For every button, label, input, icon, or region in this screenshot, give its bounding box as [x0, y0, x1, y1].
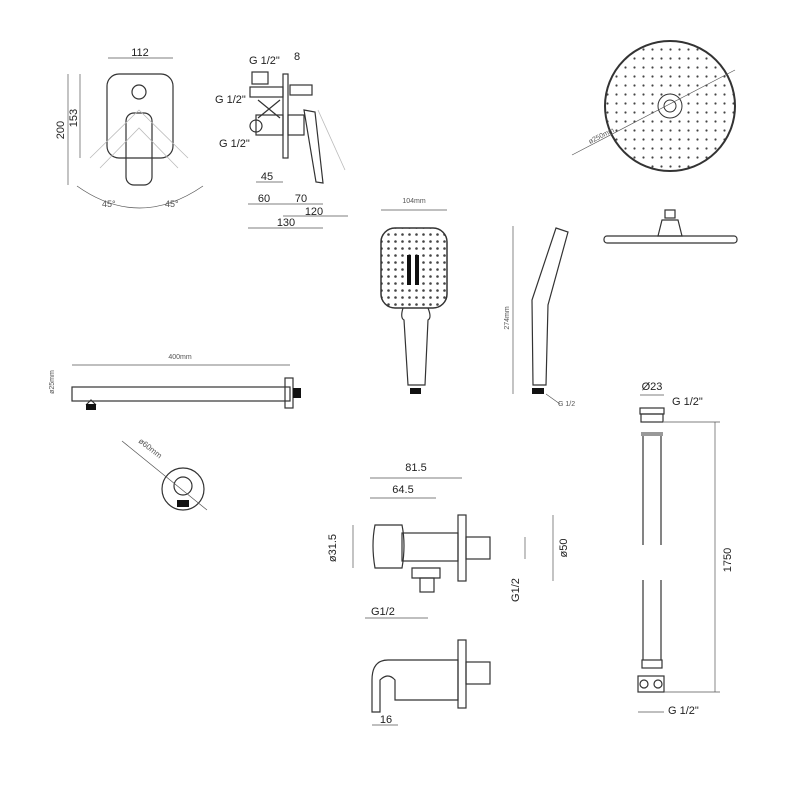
dim-height-153: 153 [68, 109, 80, 127]
rain-head-side-view [603, 209, 738, 244]
dim-120: 120 [305, 206, 323, 218]
dim-width-112: 112 [131, 47, 149, 59]
dim-hand-width: 104mm [402, 198, 426, 205]
wall-outlet: 81.5 64.5 ø31.5 ø50 G1/2 G1/2 16 [327, 462, 570, 726]
dim-height-200: 200 [55, 121, 67, 139]
hose: Ø23 G 1/2" 1750 G 1/2" [637, 381, 734, 717]
dim-flange-diameter: ø60mm [137, 436, 164, 460]
dim-45: 45 [261, 171, 273, 183]
dim-81-5: 81.5 [405, 462, 426, 474]
dim-plate-8: 8 [294, 51, 300, 63]
dim-31-5: ø31.5 [327, 534, 339, 562]
angle-left: 45° [102, 199, 116, 209]
dim-64-5: 64.5 [392, 484, 413, 496]
thread-hose-bottom: G 1/2" [668, 705, 699, 717]
mixer-front-view: 112 200 153 45° 45° [55, 47, 204, 209]
dim-50: ø50 [558, 539, 570, 558]
hand-shower-front: 104mm [380, 198, 448, 394]
dim-60: 60 [258, 193, 270, 205]
thread-bottom: G 1/2" [219, 138, 250, 150]
dim-hand-length: 274mm [504, 306, 511, 330]
thread-outlet-a: G1/2 [371, 606, 395, 618]
dim-hose-diameter: Ø23 [642, 381, 663, 393]
rain-head-top-view: ø250mm [571, 40, 736, 172]
thread-mid: G 1/2" [215, 94, 246, 106]
dim-hose-length: 1750 [722, 548, 734, 572]
dim-130: 130 [277, 217, 295, 229]
dim-arm-diameter: ø25mm [49, 370, 56, 394]
angle-right: 45° [165, 199, 179, 209]
thread-hose-top: G 1/2" [672, 396, 703, 408]
dim-arm-length: 400mm [168, 354, 192, 361]
dim-70: 70 [295, 193, 307, 205]
hand-shower-side: 274mm G 1/2 [504, 226, 575, 408]
dim-16: 16 [380, 714, 392, 726]
shower-arm: 400mm ø25mm ø60mm [49, 354, 301, 511]
thread-outlet-b: G1/2 [510, 578, 522, 602]
thread-top: G 1/2" [249, 55, 280, 67]
mixer-side-view: G 1/2" 8 G 1/2" G 1/2" 45 60 70 120 130 [215, 51, 348, 229]
thread-hand: G 1/2 [558, 401, 575, 408]
